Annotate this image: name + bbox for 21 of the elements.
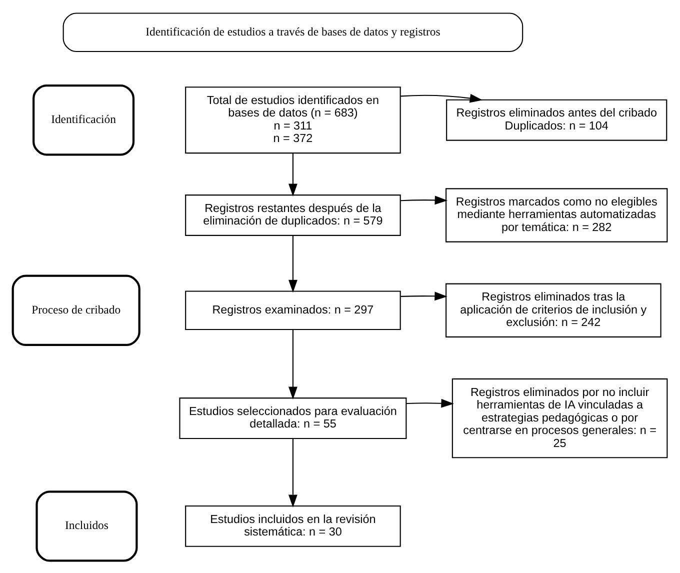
arrow xyxy=(288,438,298,507)
arrow xyxy=(406,398,454,408)
arrow xyxy=(288,152,298,196)
node-box: Registros examinados: n = 297 xyxy=(185,290,401,330)
node-box: Registros eliminados antes del cribado Duplicados: n = 104 xyxy=(446,98,668,140)
node-box: Incluidos xyxy=(36,490,138,562)
arrow xyxy=(288,329,298,400)
node-box: Identificación xyxy=(32,84,135,156)
node-box: Registros eliminados por no incluir herramientas de IA vinculadas a estrategias pedagógicas o por centrarse en procesos generales: n = 25 xyxy=(452,378,668,458)
node-box: Registros eliminados tras la aplicación de criterios de inclusión y exclusión: n = 242 xyxy=(446,282,662,337)
arrow xyxy=(400,291,448,300)
arrow xyxy=(400,93,483,102)
node-box: Registros restantes después de la eliminación de duplicados: n = 579 xyxy=(185,194,401,236)
node-box: Total de estudios identificados en bases de datos (n = 683) n = 311 n = 372 xyxy=(185,86,401,154)
node-box: Proceso de cribado xyxy=(12,274,140,346)
node-box: Estudios seleccionados para evaluación detallada: n = 55 xyxy=(179,397,407,439)
node-box: Registros marcados como no elegibles mediante herramientas automatizadas por temática: n = 282 xyxy=(446,188,668,242)
node-box: Identificación de estudios a través de bases de datos y registros xyxy=(62,12,524,52)
arrow xyxy=(288,235,298,292)
node-box: Estudios incluidos en la revisión sistemática: n = 30 xyxy=(185,504,401,546)
arrow xyxy=(400,195,448,204)
